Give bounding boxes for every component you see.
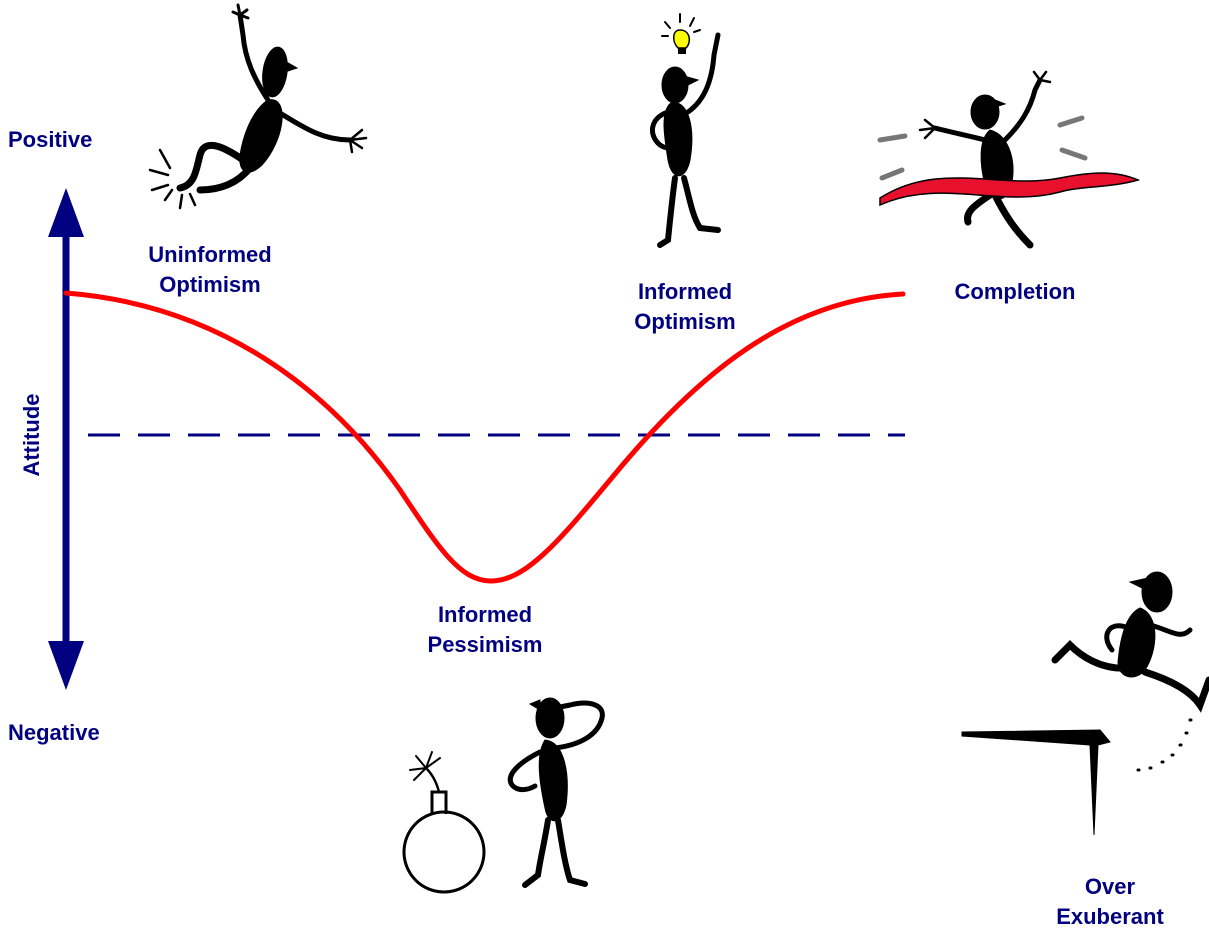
stage-label-line2: Optimism <box>159 272 261 297</box>
stage-label-line2: Exuberant <box>1056 904 1164 929</box>
attitude-axis-label: Attitude <box>19 393 44 477</box>
negative-label: Negative <box>8 720 100 745</box>
stage-informed-pessimism: Informed Pessimism <box>395 600 575 660</box>
bomb-figure-icon <box>402 697 605 894</box>
attitude-axis <box>48 188 84 690</box>
positive-label: Positive <box>8 127 93 152</box>
hurdle-figure-icon <box>961 571 1209 836</box>
finish-line-figure-icon <box>877 70 1141 249</box>
axis-arrow-down <box>48 641 84 690</box>
stage-uninformed-optimism: Uninformed Optimism <box>120 240 300 300</box>
stage-over-exuberant: Over Exuberant <box>1030 872 1190 932</box>
stage-label-line1: Uninformed <box>148 242 272 267</box>
stage-completion: Completion <box>925 277 1105 307</box>
stage-label-line2: Pessimism <box>427 632 543 657</box>
stage-label-line1: Completion <box>954 279 1076 304</box>
jumping-figure-icon <box>148 3 368 210</box>
stage-informed-optimism: Informed Optimism <box>595 277 775 337</box>
stage-label-line1: Informed <box>437 602 533 627</box>
stage-label-line2: Optimism <box>634 309 736 334</box>
stage-label-line1: Over <box>1084 874 1136 899</box>
axis-arrow-up <box>48 188 84 237</box>
idea-figure-icon <box>650 13 721 248</box>
stage-label-line1: Informed <box>637 279 733 304</box>
attitude-curve <box>63 290 906 584</box>
